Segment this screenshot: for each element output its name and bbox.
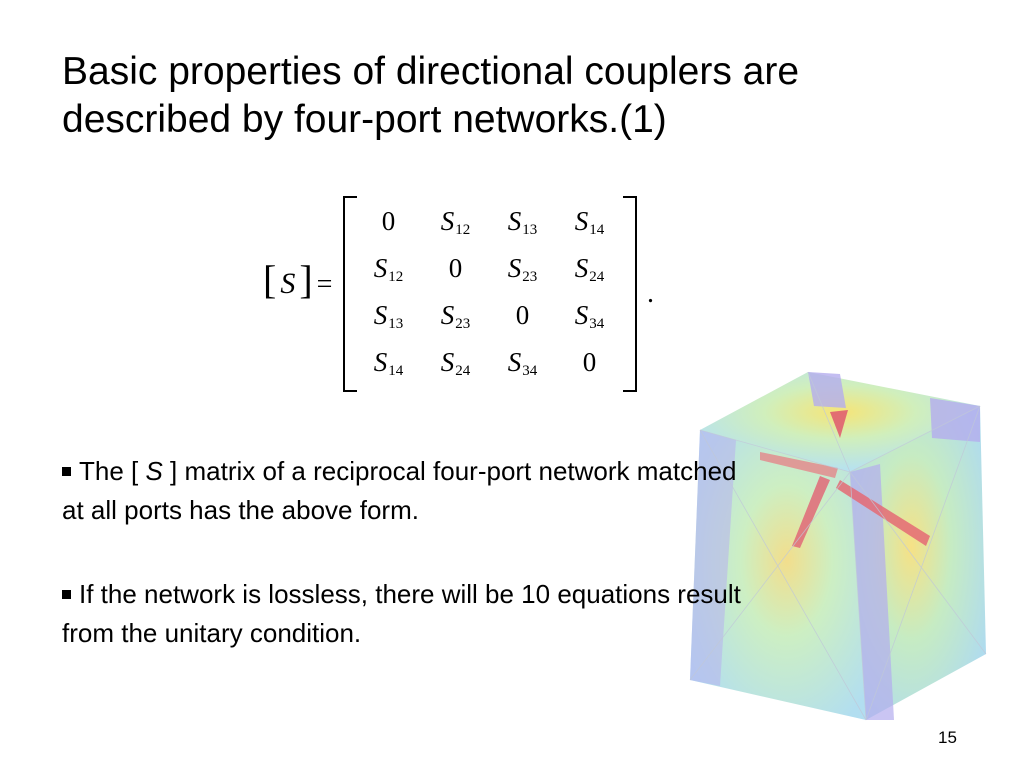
matrix-cell-value: S [373,347,388,377]
matrix-cell-value: S [440,206,455,236]
matrix-cell-subscript: 14 [388,363,404,379]
equals-sign: = [316,269,333,300]
bullet-1-line-2: at all ports has the above form. [62,495,419,525]
square-bullet-icon [62,590,71,599]
equation-lhs: [S]= [263,260,332,305]
bullet-1-text-pre: The [ [79,456,146,486]
matrix-cell-value: S [507,206,522,236]
matrix-cell: 0 [489,292,556,339]
matrix-left-bracket [343,196,357,392]
lhs-open-bracket: [ [263,257,277,302]
matrix-cell-value: S [373,253,388,283]
matrix-cell-value: 0 [515,300,530,330]
matrix-cell-subscript: 13 [388,316,404,332]
matrix-cell-value: S [507,347,522,377]
lhs-symbol: S [280,267,296,300]
slide-title: Basic properties of directional couplers… [62,48,982,144]
matrix-cell-subscript: 13 [522,222,538,238]
matrix-cell-value: S [507,253,522,283]
bullet-lossless: If the network is lossless, there will b… [62,575,962,653]
matrix-cell-subscript: 23 [522,269,538,285]
title-line-2: described by four-port networks.(1) [62,98,667,141]
matrix-cell-subscript: 34 [522,363,538,379]
matrix-cell-subscript: 24 [589,269,605,285]
matrix-cell: 0 [556,339,623,386]
bullet-2-text: If the network is lossless, there will b… [79,579,741,609]
matrix-cell-value: S [574,253,589,283]
matrix-cell-subscript: 12 [455,222,471,238]
bullet-1-line-1: The [ S ] matrix of a reciprocal four-po… [62,452,962,491]
matrix-cell-value: S [574,300,589,330]
matrix-cell-subscript: 34 [589,316,605,332]
bullet-reciprocal-matched: The [ S ] matrix of a reciprocal four-po… [62,452,962,530]
matrix-cell-subscript: 14 [589,222,605,238]
matrix-cell-subscript: 23 [455,316,471,332]
matrix-cell-value: S [440,300,455,330]
matrix-cell-value: 0 [381,206,396,236]
matrix-cell-value: S [440,347,455,377]
bullet-1-symbol: S [145,456,163,486]
matrix-right-bracket [623,196,637,392]
title-line-1: Basic properties of directional couplers… [62,50,800,93]
bullet-1-text-post: ] matrix of a reciprocal four-port netwo… [162,456,737,486]
matrix-cell-value: 0 [582,347,597,377]
bullet-2-line-2: from the unitary condition. [62,618,362,648]
matrix-cell: 0 [422,245,489,292]
matrix-cell: 0 [355,198,422,245]
matrix-cell-subscript: 24 [455,363,471,379]
equation-period: . [647,278,654,309]
bullet-2-line-1: If the network is lossless, there will b… [62,575,962,614]
matrix-cell-value: S [373,300,388,330]
field-plot-cube-image [689,371,987,721]
page-number: 15 [938,728,957,747]
matrix-cell-subscript: 12 [388,269,404,285]
matrix-cell-value: 0 [448,253,463,283]
matrix-cell-value: S [574,206,589,236]
lhs-close-bracket: ] [299,257,313,302]
square-bullet-icon [62,467,71,476]
